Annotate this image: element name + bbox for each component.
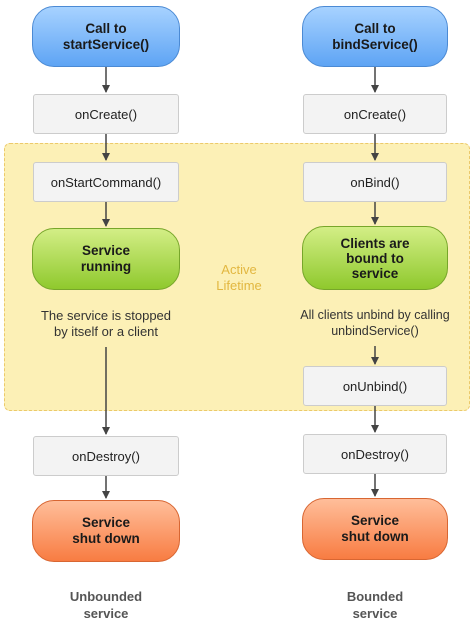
onunbind-node: onUnbind() xyxy=(303,366,447,406)
onstartcommand-node: onStartCommand() xyxy=(33,162,179,202)
active-lifetime-label: Active Lifetime xyxy=(216,262,262,293)
ondestroy-node-left: onDestroy() xyxy=(33,436,179,476)
call-bind-service-node: Call to bindService() xyxy=(302,6,448,67)
service-running-node: Service running xyxy=(32,228,180,290)
stop-note: The service is stopped by itself or a cl… xyxy=(40,308,172,339)
service-shutdown-node-left: Service shut down xyxy=(32,500,180,562)
service-running-label: Service running xyxy=(80,243,132,274)
call-bind-service-label: Call to bindService() xyxy=(332,20,418,52)
unbind-note: All clients unbind by calling unbindServ… xyxy=(300,308,450,338)
unbounded-service-caption: Unbounded service xyxy=(69,589,143,621)
onbind-node: onBind() xyxy=(303,162,447,202)
service-shutdown-label-right: Service shut down xyxy=(341,513,409,544)
clients-bound-label: Clients are bound to service xyxy=(340,235,410,281)
oncreate-node-right: onCreate() xyxy=(303,94,447,134)
call-start-service-label: Call to startService() xyxy=(62,20,150,52)
service-shutdown-label-left: Service shut down xyxy=(72,515,140,546)
call-start-service-node: Call to startService() xyxy=(32,6,180,67)
ondestroy-node-right: onDestroy() xyxy=(303,434,447,474)
service-shutdown-node-right: Service shut down xyxy=(302,498,448,560)
oncreate-node-left: onCreate() xyxy=(33,94,179,134)
bounded-service-caption: Bounded service xyxy=(346,589,404,621)
clients-bound-node: Clients are bound to service xyxy=(302,226,448,290)
